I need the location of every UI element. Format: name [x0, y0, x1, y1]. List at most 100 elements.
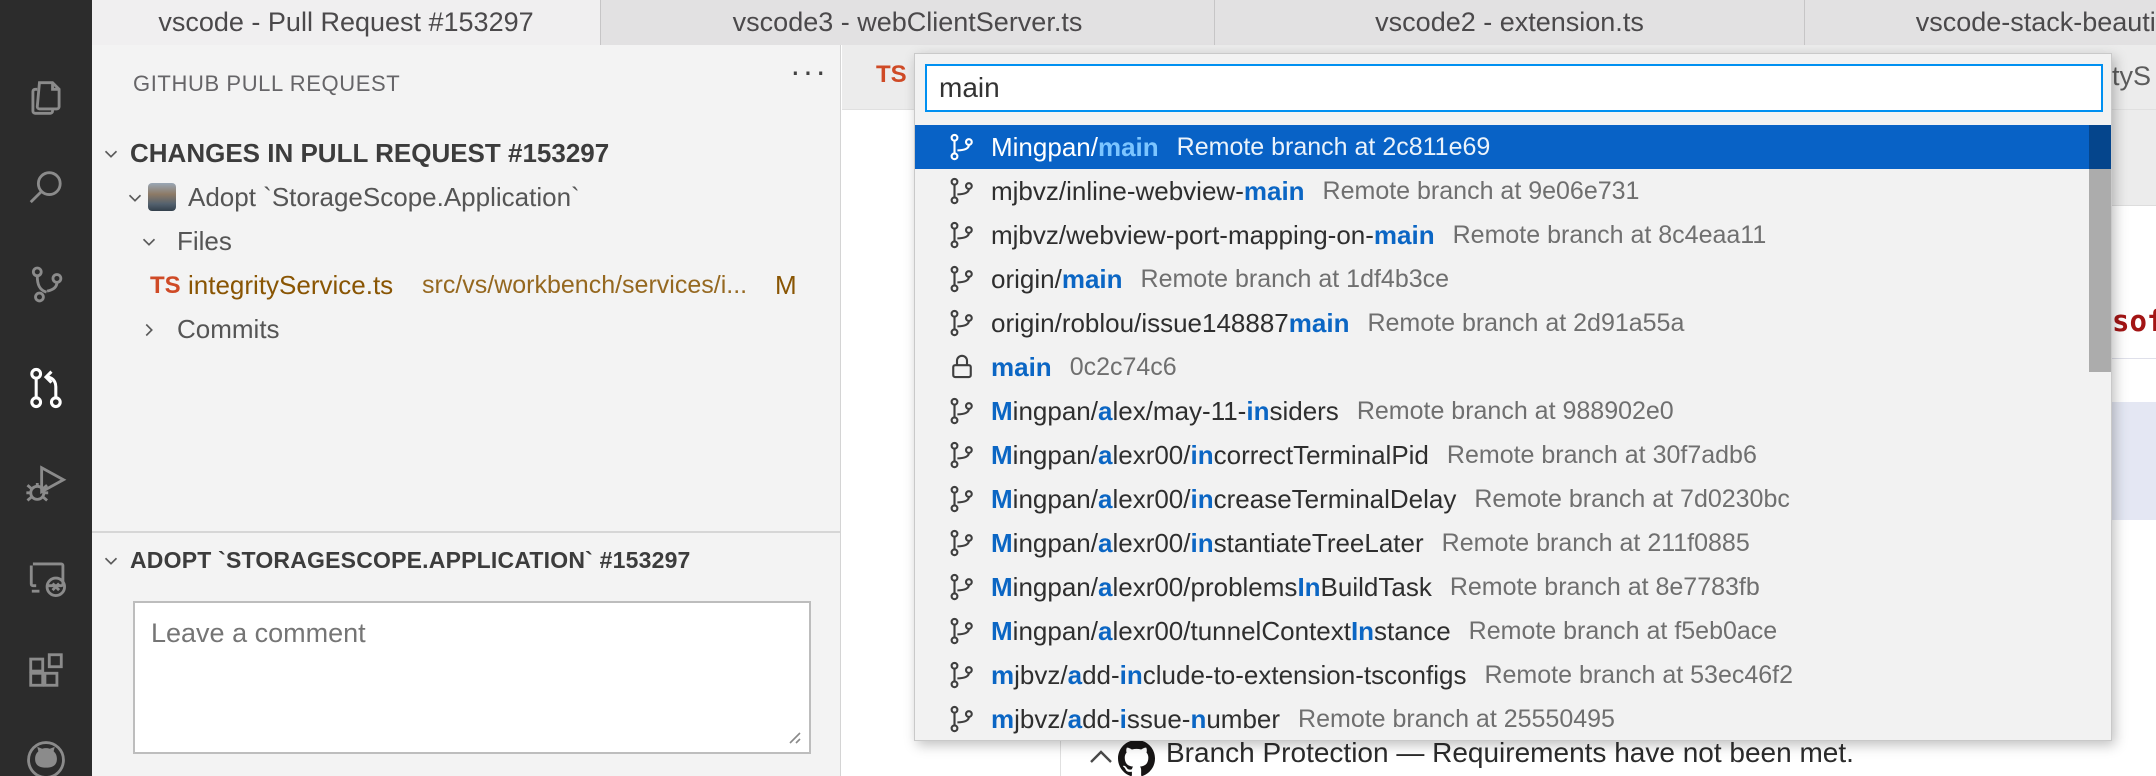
quickpick-list: Mingpan/main Remote branch at 2c811e69 m…: [915, 125, 2111, 741]
quickpick-item[interactable]: Mingpan/main Remote branch at 2c811e69: [915, 125, 2111, 169]
tree-item-file-integrityservice[interactable]: TS integrityService.ts src/vs/workbench/…: [92, 263, 840, 307]
quickpick-scrollbar[interactable]: [2089, 125, 2111, 372]
tree-section-changes[interactable]: CHANGES IN PULL REQUEST #153297: [92, 131, 840, 175]
typescript-file-icon: TS: [150, 272, 181, 299]
github-pr-sidebar: GITHUB PULL REQUEST ··· CHANGES IN PULL …: [92, 45, 841, 776]
file-name: integrityService.ts: [188, 270, 394, 300]
branch-description: Remote branch at 25550495: [1298, 704, 1615, 733]
branch-description: Remote branch at 988902e0: [1356, 396, 1674, 425]
editor-selection-block: [2112, 402, 2156, 520]
branch-label: origin/roblou/issue148887main: [991, 307, 1350, 338]
author-avatar: [148, 183, 176, 211]
git-branch-icon: [947, 528, 977, 558]
branch-label: Mingpan/alex/may-11-insiders: [991, 395, 1339, 426]
lock-icon: [947, 352, 977, 382]
branch-label: mjbvz/webview-port-mapping-on-main: [991, 219, 1435, 250]
git-branch-icon: [947, 440, 977, 470]
more-actions-button[interactable]: ···: [790, 53, 828, 89]
chevron-down-icon: [100, 550, 122, 572]
branch-label: mjbvz/add-issue-number: [991, 703, 1281, 734]
branch-description: Remote branch at 53ec46f2: [1484, 660, 1794, 689]
chevron-down-icon: [100, 143, 122, 165]
branch-description: Remote branch at 8c4eaa11: [1452, 220, 1767, 249]
comment-input[interactable]: [133, 601, 811, 754]
branch-label: Mingpan/alexr00/tunnelContextInstance: [991, 615, 1451, 646]
branch-description: Remote branch at 2c811e69: [1176, 132, 1491, 161]
branch-label: Mingpan/alexr00/incorrectTerminalPid: [991, 439, 1429, 470]
github-octocat-icon: [1118, 740, 1155, 776]
quickpick-item[interactable]: Mingpan/alexr00/instantiateTreeLater Rem…: [915, 521, 2111, 565]
branch-description: Remote branch at 211f0885: [1441, 528, 1750, 557]
chevron-up-icon[interactable]: [1088, 748, 1114, 766]
quickpick-item[interactable]: origin/roblou/issue148887main Remote bra…: [915, 301, 2111, 345]
window-tab-pull-request[interactable]: vscode - Pull Request #153297: [92, 0, 601, 45]
quickpick-item[interactable]: Mingpan/alexr00/incorrectTerminalPid Rem…: [915, 433, 2111, 477]
typescript-file-icon: TS: [876, 61, 907, 88]
source-control-icon[interactable]: [22, 261, 70, 309]
branch-label: Mingpan/alexr00/increaseTerminalDelay: [991, 483, 1457, 514]
chevron-down-icon: [124, 187, 146, 209]
window-tab-stack-beautifier[interactable]: vscode-stack-beautifier: [1805, 0, 2156, 45]
branch-search-input[interactable]: [927, 66, 2101, 110]
quickpick-item[interactable]: mjbvz/inline-webview-main Remote branch …: [915, 169, 2111, 213]
github-pull-request-icon[interactable]: [22, 364, 70, 412]
quickpick-item[interactable]: mjbvz/add-issue-number Remote branch at …: [915, 697, 2111, 741]
quickpick-item[interactable]: main 0c2c74c6: [915, 345, 2111, 389]
chevron-right-icon: [138, 319, 160, 341]
sidebar-pane-sash[interactable]: [92, 531, 840, 533]
git-branch-icon: [947, 220, 977, 250]
quickpick-input-box: [925, 64, 2103, 112]
run-and-debug-icon[interactable]: [22, 459, 70, 507]
window-tab-bar: vscode - Pull Request #153297 vscode3 - …: [92, 0, 2156, 45]
chevron-down-icon: [138, 231, 160, 253]
branch-label: mjbvz/inline-webview-main: [991, 175, 1305, 206]
branch-description: Remote branch at 8e7783fb: [1449, 572, 1760, 601]
quickpick-item[interactable]: Mingpan/alexr00/problemsInBuildTask Remo…: [915, 565, 2111, 609]
git-branch-icon: [947, 396, 977, 426]
comment-section-header[interactable]: ADOPT `STORAGESCOPE.APPLICATION` #153297: [92, 538, 840, 582]
editor-divider: [2112, 358, 2156, 359]
branch-label: Mingpan/alexr00/instantiateTreeLater: [991, 527, 1424, 558]
branch-description: Remote branch at 2d91a55a: [1367, 308, 1685, 337]
search-icon[interactable]: [22, 164, 70, 212]
quickpick-item[interactable]: Mingpan/alexr00/tunnelContextInstance Re…: [915, 609, 2111, 653]
file-path: src/vs/workbench/services/i...: [422, 271, 748, 299]
tree-item-files[interactable]: Files: [92, 219, 840, 263]
quickpick-item[interactable]: mjbvz/webview-port-mapping-on-main Remot…: [915, 213, 2111, 257]
modified-badge: M: [775, 270, 797, 300]
activity-bar: [0, 0, 92, 776]
quickpick-item[interactable]: origin/main Remote branch at 1df4b3ce: [915, 257, 2111, 301]
extensions-icon[interactable]: [22, 646, 70, 694]
branch-label: Mingpan/main: [991, 131, 1159, 162]
window-tab-extension[interactable]: vscode2 - extension.ts: [1215, 0, 1805, 45]
branch-label: mjbvz/add-include-to-extension-tsconfigs: [991, 659, 1467, 690]
tree-item-commits[interactable]: Commits: [92, 307, 840, 351]
branch-quickpick: Mingpan/main Remote branch at 2c811e69 m…: [914, 53, 2112, 741]
branch-label: Mingpan/alexr00/problemsInBuildTask: [991, 571, 1432, 602]
git-branch-icon: [947, 308, 977, 338]
quickpick-item[interactable]: Mingpan/alex/may-11-insiders Remote bran…: [915, 389, 2111, 433]
quickpick-item[interactable]: mjbvz/add-include-to-extension-tsconfigs…: [915, 653, 2111, 697]
remote-explorer-icon[interactable]: [22, 553, 70, 601]
editor-tab-strip-right: [2112, 110, 2156, 206]
window-tab-webclientserver[interactable]: vscode3 - webClientServer.ts: [601, 0, 1215, 45]
tree-item-pr[interactable]: Adopt `StorageScope.Application`: [92, 175, 840, 219]
explorer-icon[interactable]: [22, 74, 70, 122]
code-fragment: sof: [2112, 304, 2156, 338]
branch-description: Remote branch at 1df4b3ce: [1140, 264, 1450, 293]
git-branch-icon: [947, 132, 977, 162]
branch-description: Remote branch at 7d0230bc: [1474, 484, 1790, 513]
quickpick-item[interactable]: Mingpan/alexr00/increaseTerminalDelay Re…: [915, 477, 2111, 521]
branch-description: Remote branch at f5eb0ace: [1468, 616, 1778, 645]
branch-description: 0c2c74c6: [1069, 352, 1177, 381]
branch-description: Remote branch at 30f7adb6: [1446, 440, 1757, 469]
git-branch-icon: [947, 704, 977, 734]
git-branch-icon: [947, 572, 977, 602]
branch-protection-message: Branch Protection — Requirements have no…: [1166, 737, 1854, 768]
git-branch-icon: [947, 660, 977, 690]
git-branch-icon: [947, 176, 977, 206]
branch-label: origin/main: [991, 263, 1123, 294]
editor-tab-label-fragment[interactable]: tyS: [2112, 61, 2152, 91]
github-icon[interactable]: [22, 736, 70, 776]
